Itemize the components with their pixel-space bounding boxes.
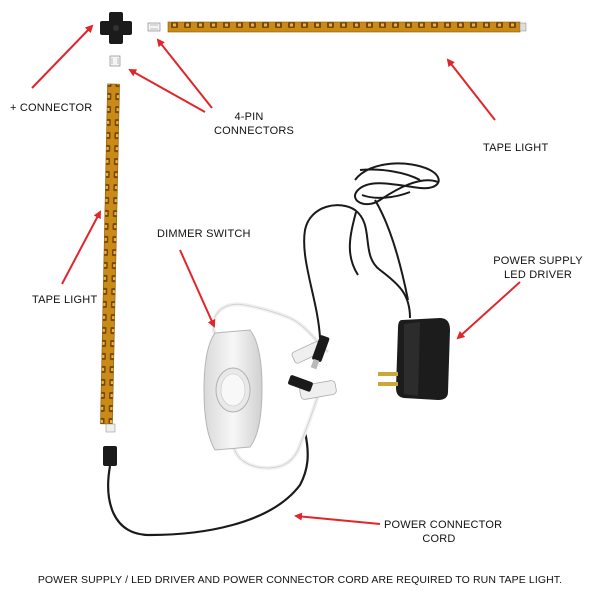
plus-connector-part — [100, 12, 132, 44]
dimmer-switch-part — [203, 302, 337, 471]
arrow-tape-light-left — [61, 210, 101, 285]
label-power-supply: POWER SUPPLY LED DRIVER — [488, 254, 588, 282]
arrow-power-supply — [456, 281, 521, 340]
label-power-cord-line2: CORD — [422, 533, 456, 545]
label-tape-light-left: TAPE LIGHT — [32, 294, 98, 306]
power-supply-part — [378, 318, 450, 400]
label-power-cord: POWER CONNECTOR CORD — [384, 518, 503, 546]
arrow-dimmer — [179, 249, 216, 328]
arrow-plus-connector — [31, 24, 94, 89]
footer-note: POWER SUPPLY / LED DRIVER AND POWER CONN… — [37, 574, 563, 586]
tape-light-vertical — [100, 83, 120, 433]
annotation-arrows — [31, 24, 521, 525]
dc-plugs — [288, 335, 330, 392]
label-power-supply-line2: LED DRIVER — [503, 269, 573, 281]
label-dimmer-switch: DIMMER SWITCH — [157, 228, 251, 240]
label-power-cord-line1: POWER CONNECTOR — [384, 519, 503, 531]
four-pin-connector-vertical — [109, 55, 121, 67]
power-connector-cord — [103, 431, 309, 537]
tape-light-horizontal — [167, 21, 527, 33]
label-tape-light-top: TAPE LIGHT — [483, 142, 549, 154]
label-power-supply-line1: POWER SUPPLY — [493, 255, 583, 267]
four-pin-connector-horizontal — [147, 22, 161, 32]
arrow-4pin-vertical — [128, 69, 206, 113]
label-four-pin-line2: CONNECTORS — [214, 125, 295, 137]
label-four-pin-line1: 4-PIN — [234, 111, 264, 123]
arrow-power-cord — [294, 512, 381, 525]
label-plus-connector: + CONNECTOR — [10, 102, 93, 114]
arrow-4pin-horizontal — [156, 38, 213, 109]
arrow-tape-light-top — [446, 58, 496, 121]
label-four-pin-connectors: 4-PIN CONNECTORS — [214, 110, 295, 138]
power-supply-cable — [303, 162, 440, 339]
